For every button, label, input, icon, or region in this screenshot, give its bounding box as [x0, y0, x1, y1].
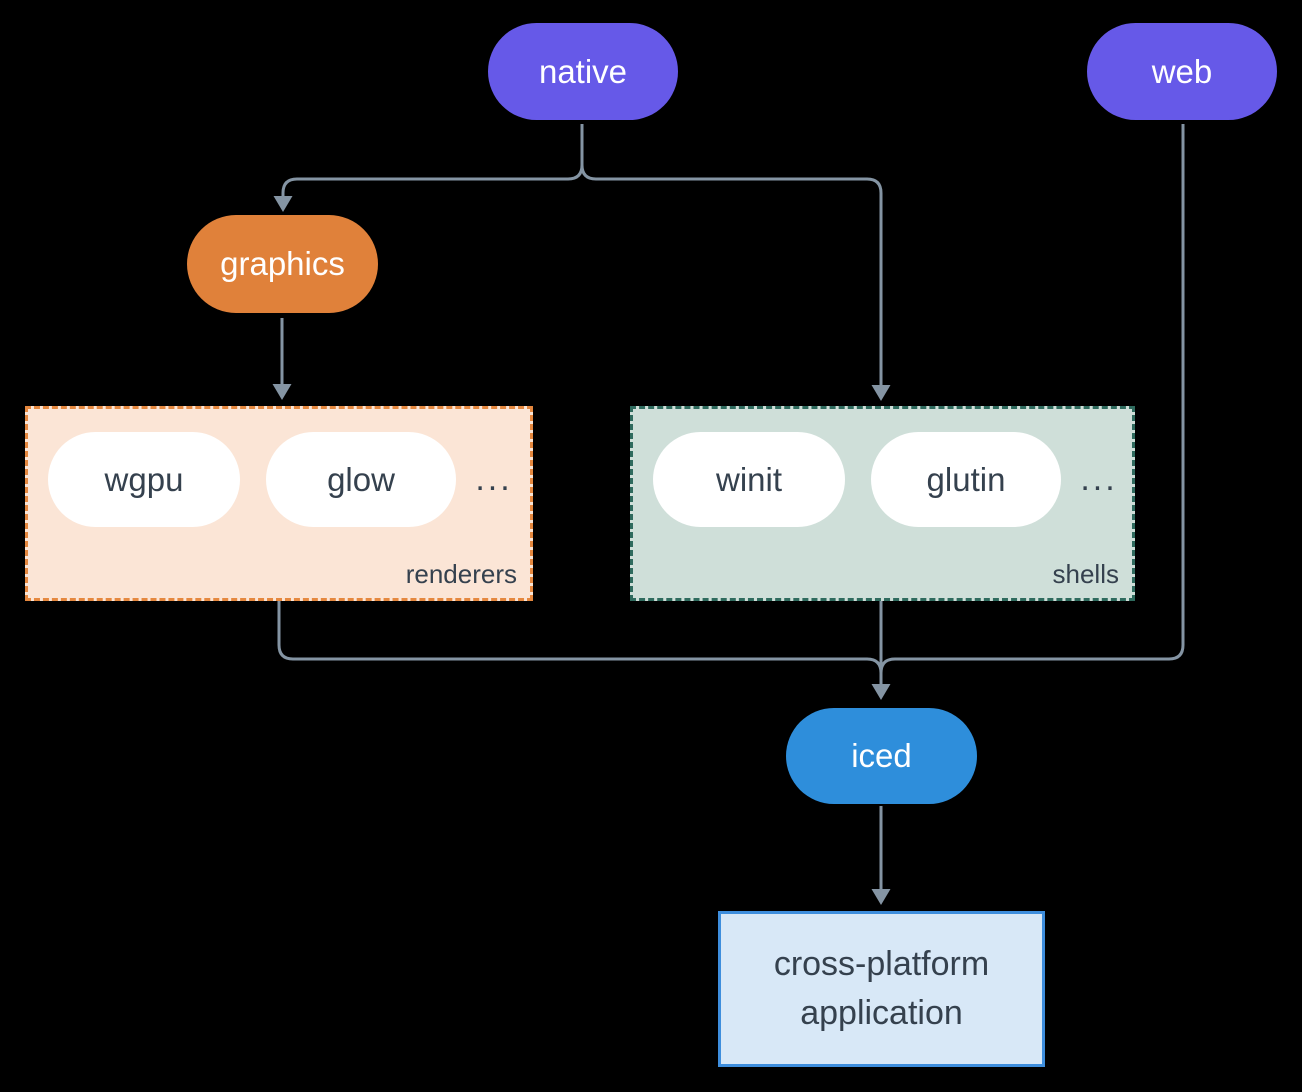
- connector-web-to-iced: [879, 124, 1185, 688]
- connector-renderers-to-iced: [277, 601, 883, 688]
- node-iced: iced: [786, 708, 977, 804]
- group-label-renderers: renderers: [405, 559, 517, 589]
- pill-glow: glow: [266, 432, 456, 527]
- pill-wgpu: wgpu: [48, 432, 240, 527]
- shells-ellipsis: ...: [1080, 460, 1118, 498]
- arrowhead-iced: [871, 684, 891, 700]
- arrowhead-app: [871, 889, 891, 905]
- group-shells: winit glutin ... shells: [630, 406, 1135, 601]
- node-graphics: graphics: [187, 215, 378, 313]
- arrowhead-shells: [871, 385, 891, 401]
- arrowhead-renderers: [272, 384, 292, 400]
- connector-native-to-shells: [580, 124, 883, 389]
- renderers-ellipsis: ...: [475, 460, 513, 498]
- node-cross-platform-application: cross-platform application: [718, 911, 1045, 1067]
- connector-native-to-graphics: [281, 124, 584, 200]
- group-label-shells: shells: [1052, 559, 1119, 589]
- pill-winit: winit: [653, 432, 845, 527]
- arrowhead-graphics: [273, 196, 293, 212]
- group-renderers: wgpu glow ... renderers: [25, 406, 533, 601]
- node-native: native: [488, 23, 678, 120]
- app-label-line2: application: [800, 994, 963, 1032]
- pill-glutin: glutin: [871, 432, 1061, 527]
- node-web: web: [1087, 23, 1277, 120]
- app-label-line1: cross-platform: [773, 944, 990, 983]
